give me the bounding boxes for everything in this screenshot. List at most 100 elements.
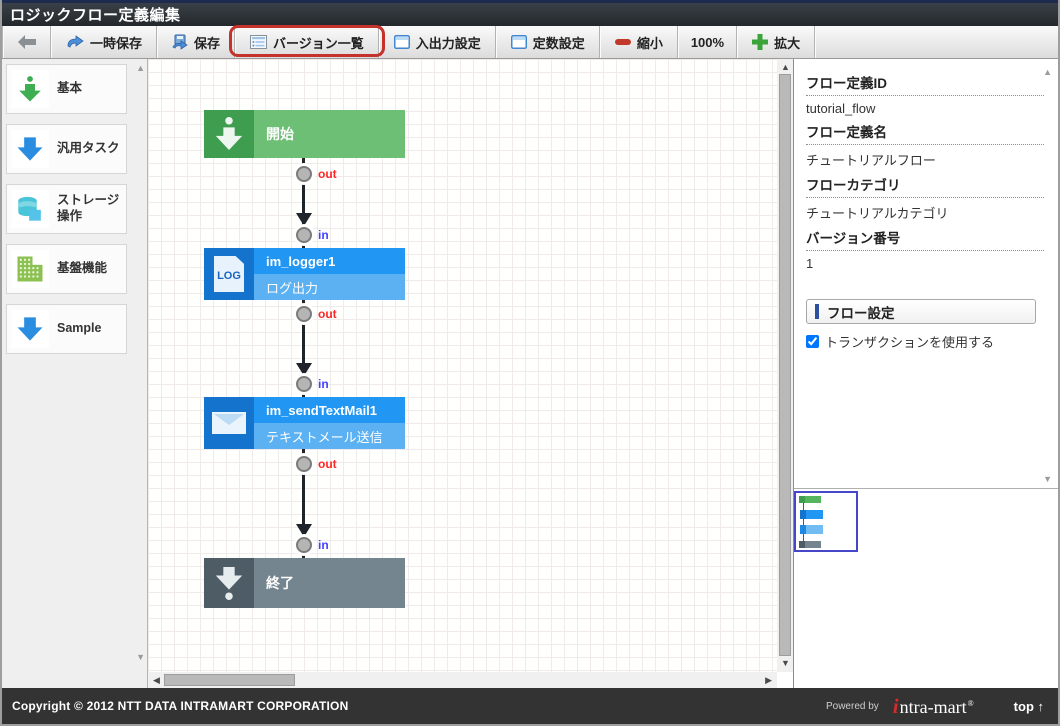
props-scroll-down-icon[interactable]: ▼ <box>1043 474 1052 484</box>
palette-item-sample[interactable]: Sample <box>6 304 127 354</box>
dotted-grid-icon <box>11 250 49 288</box>
constant-settings-button[interactable]: 定数設定 <box>497 26 599 58</box>
arrowhead-icon <box>296 363 312 376</box>
scroll-down-icon[interactable]: ▼ <box>781 658 790 668</box>
start-arrow-icon <box>11 70 49 108</box>
palette-item-label: Sample <box>57 321 102 336</box>
log-icon-text: LOG <box>217 270 241 282</box>
palette-item-generic-task[interactable]: 汎用タスク <box>6 124 127 174</box>
field-value: チュートリアルカテゴリ <box>806 206 949 221</box>
port-logger-out[interactable] <box>296 306 312 322</box>
port-label-in: in <box>318 228 329 242</box>
flow-properties: ▲ フロー定義ID tutorial_flow フロー定義名 チュートリアルフロ… <box>794 59 1058 489</box>
blue-arrow-icon <box>11 130 49 168</box>
node-label: ログ出力 <box>266 280 319 296</box>
save-button[interactable]: 保存 <box>158 26 234 58</box>
envelope-icon <box>204 397 254 449</box>
node-start[interactable]: 開始 <box>204 110 405 158</box>
zoom-in-button[interactable]: 拡大 <box>738 26 814 58</box>
toolbar-separator <box>598 26 601 58</box>
minimap-node-start <box>799 496 821 503</box>
port-end-in[interactable] <box>296 537 312 553</box>
flow-canvas[interactable]: out in out in out in 開始 LOG <box>148 59 777 672</box>
scroll-right-icon[interactable]: ▶ <box>765 675 772 685</box>
toolbar-separator <box>156 26 159 58</box>
toolbar-separator <box>377 26 380 58</box>
version-list-label: バージョン一覧 <box>273 35 364 51</box>
palette-item-label: 汎用タスク <box>57 141 120 156</box>
arrowhead-icon <box>296 213 312 226</box>
palette-item-platform[interactable]: 基盤機能 <box>6 244 127 294</box>
port-label-out: out <box>318 307 337 321</box>
top-link[interactable]: top ↑ <box>1013 698 1044 714</box>
canvas-vertical-scrollbar[interactable]: ▲ ▼ <box>777 59 793 672</box>
constant-settings-label: 定数設定 <box>532 35 585 51</box>
vertical-scroll-thumb[interactable] <box>779 74 791 656</box>
back-button[interactable] <box>4 26 50 58</box>
back-arrow-icon <box>18 35 36 49</box>
temp-save-button[interactable]: 一時保存 <box>52 26 156 58</box>
minimap-node-logger <box>800 510 823 519</box>
minus-icon <box>614 39 631 45</box>
palette-sidebar: ▲ 基本 汎用タスク ストレージ操作 <box>2 59 148 688</box>
canvas-horizontal-scrollbar[interactable]: ◀ ▶ <box>148 672 777 688</box>
port-label-out: out <box>318 457 337 471</box>
field-label: フロー定義名 <box>806 118 1044 145</box>
log-document-icon: LOG <box>204 248 254 300</box>
node-end[interactable]: 終了 <box>204 558 405 608</box>
palette-item-label: ストレージ操作 <box>57 193 120 223</box>
field-label: バージョン番号 <box>806 224 1044 251</box>
blue-bar-icon <box>815 304 819 319</box>
version-list-button[interactable]: バージョン一覧 <box>229 25 385 58</box>
zoom-level: 100% <box>690 34 725 50</box>
transaction-checkbox[interactable] <box>806 335 819 348</box>
logo-i: i <box>892 693 899 718</box>
field-flow-name: フロー定義名 チュートリアルフロー <box>806 118 1044 171</box>
field-label: フロー定義ID <box>806 69 1044 96</box>
zoom-out-button[interactable]: 縮小 <box>601 26 677 58</box>
io-settings-button[interactable]: 入出力設定 <box>380 26 495 58</box>
node-send-text-mail[interactable]: im_sendTextMail1 テキストメール送信 <box>204 397 405 449</box>
palette-item-storage[interactable]: ストレージ操作 <box>6 184 127 234</box>
palette-scroll-down-icon[interactable]: ▼ <box>136 652 145 662</box>
blue-arrow-icon <box>11 310 49 348</box>
copyright-text: Copyright © 2012 NTT DATA INTRAMART CORP… <box>12 699 349 713</box>
node-label: テキストメール送信 <box>266 429 383 445</box>
transaction-checkbox-row: トランザクションを使用する <box>806 332 1044 351</box>
props-scroll-up-icon[interactable]: ▲ <box>1043 67 1052 77</box>
scrollbar-corner <box>777 672 793 688</box>
registered-mark: ® <box>967 698 974 708</box>
zoom-in-label: 拡大 <box>774 35 801 51</box>
temp-save-label: 一時保存 <box>90 35 143 51</box>
version-list-icon <box>250 35 268 49</box>
zoom-out-label: 縮小 <box>636 35 663 51</box>
logo-rest: ntra-mart <box>899 696 967 717</box>
toolbar-separator <box>736 26 739 58</box>
field-value: tutorial_flow <box>806 101 876 116</box>
edge-mail-end <box>302 447 305 558</box>
title-bar: ロジックフロー定義編集 <box>2 0 1058 26</box>
horizontal-scroll-thumb[interactable] <box>164 674 295 686</box>
minimap-viewport[interactable] <box>794 491 858 552</box>
scroll-up-icon[interactable]: ▲ <box>781 62 790 72</box>
port-label-in: in <box>318 538 329 552</box>
port-mail-out[interactable] <box>296 456 312 472</box>
temp-save-icon <box>67 35 84 48</box>
port-mail-in[interactable] <box>296 376 312 392</box>
minimap[interactable] <box>794 489 1058 688</box>
palette-scroll-up-icon[interactable]: ▲ <box>136 63 145 73</box>
node-logger[interactable]: LOG im_logger1 ログ出力 <box>204 248 405 300</box>
port-start-out[interactable] <box>296 166 312 182</box>
palette-item-basic[interactable]: 基本 <box>6 64 127 114</box>
window-icon <box>510 35 527 49</box>
io-settings-label: 入出力設定 <box>415 35 481 51</box>
flow-settings-button[interactable]: フロー設定 <box>806 299 1036 324</box>
port-logger-in[interactable] <box>296 227 312 243</box>
scroll-left-icon[interactable]: ◀ <box>153 675 160 685</box>
port-label-in: in <box>318 377 329 391</box>
palette-item-label: 基本 <box>57 81 83 96</box>
field-flow-id: フロー定義ID tutorial_flow <box>806 69 1044 118</box>
toolbar-separator <box>2 26 4 58</box>
transaction-checkbox-label: トランザクションを使用する <box>825 335 995 350</box>
